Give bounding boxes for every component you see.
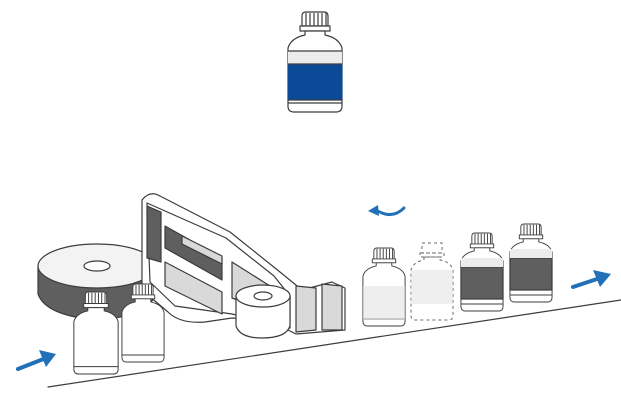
finished-bottle-icon: [288, 12, 342, 112]
conveyor-arrow-icon-out: [573, 270, 611, 287]
ghost-bottle-outline: [411, 243, 453, 320]
rotate-arrow-icon: [368, 205, 404, 216]
take-up-roll-icon: [236, 285, 290, 338]
labeled-bottle-2: [510, 224, 552, 302]
labeled-bottle-1: [461, 233, 503, 311]
conveyor-arrow-icon-in: [18, 350, 56, 369]
bottle-labeling-in-progress: [363, 248, 405, 326]
blue-label: [288, 64, 342, 100]
